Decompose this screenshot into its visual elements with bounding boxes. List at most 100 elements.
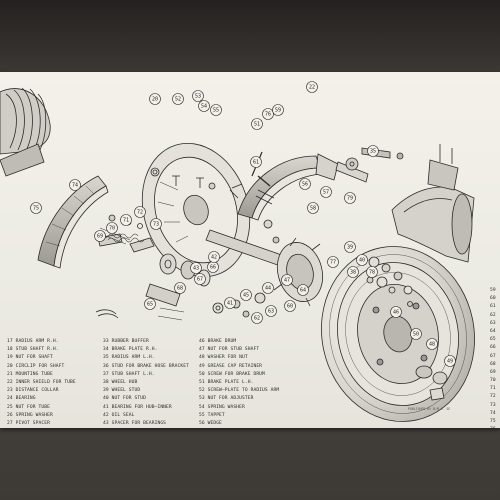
- callout-number: 20: [152, 97, 158, 103]
- legend-entry: 23 DISTANCE COLLAR: [7, 388, 59, 394]
- callout-44: 44: [262, 282, 274, 294]
- callout-number: 43: [193, 266, 199, 272]
- legend-entry: 27 PIVOT SPACER: [7, 420, 50, 426]
- brake-shoe-right: [237, 153, 339, 221]
- legend-entry: 41 BEARING FOR HUB—INNER: [103, 404, 172, 410]
- legend-entry: 20 CIRCLIP FOR SHAFT: [7, 363, 65, 369]
- legend-entry: 65: [490, 337, 496, 343]
- legend-entry: 18 STUB SHAFT R.H.: [7, 347, 59, 353]
- callout-number: 72: [137, 210, 143, 216]
- legend-entry: 46 BRAKE DRUM: [199, 339, 237, 344]
- legend-entry: 53 NUT FOR ADJUSTER: [199, 396, 254, 402]
- callout-number: 48: [429, 342, 435, 348]
- callout-number: 39: [347, 245, 353, 251]
- callout-number: 51: [254, 122, 260, 128]
- callout-number: 76: [265, 112, 271, 118]
- callout-66: 66: [207, 261, 219, 273]
- callout-22: 22: [306, 81, 318, 93]
- callout-number: 68: [177, 286, 183, 292]
- legend-entry: 48 WASHER FOR NUT: [199, 355, 248, 361]
- callout-76: 76: [262, 108, 274, 120]
- wheel-cylinder-cluster: [366, 256, 413, 307]
- callout-number: 45: [243, 293, 249, 299]
- legend-entry: 50 SCREW FOR BRAKE DRUM: [199, 371, 265, 377]
- callout-number: 77: [330, 260, 336, 266]
- callout-number: 67: [197, 277, 203, 283]
- legend-entry: 39 WHEEL STUD: [103, 388, 141, 394]
- callout-42: 42: [208, 251, 220, 263]
- legend-entry: 38 WHEEL HUB: [103, 379, 138, 385]
- callout-53: 53: [192, 90, 204, 102]
- legend-entry: 34 BRAKE PLATE R.H.: [103, 347, 158, 353]
- callout-65: 65: [144, 298, 156, 310]
- callout-60: 60: [284, 300, 296, 312]
- legend-entry: 74: [490, 410, 496, 416]
- legend-entry: 73: [490, 402, 496, 408]
- exploded-diagram: 2052535455765174757271706973575658793522…: [0, 81, 475, 422]
- callout-70: 70: [106, 222, 118, 234]
- wheel-hub: [212, 237, 324, 318]
- legend-entry: 75: [490, 419, 496, 424]
- legend-entry: 61: [490, 304, 496, 310]
- callout-64: 64: [297, 284, 309, 296]
- publisher-credit: PUBLISHED BY B.M.C. SE: [408, 407, 451, 411]
- legend-entry: 25 NUT FOR TUBE: [7, 404, 50, 410]
- brake-shoe-left: [37, 175, 109, 269]
- callout-number: 74: [72, 183, 78, 189]
- legend-entry: 70: [490, 378, 496, 384]
- callout-68: 68: [174, 282, 186, 294]
- legend-entry: 54 SPRING WASHER: [199, 404, 245, 410]
- legend-entry: 37 STUB SHAFT L.H.: [103, 371, 155, 377]
- legend-entry: 62: [490, 312, 496, 318]
- callout-56: 56: [299, 178, 311, 190]
- callout-number: 62: [254, 316, 260, 322]
- legend-column-1: 17 RADIUS ARM R.H.18 STUB SHAFT R.H.19 N…: [7, 338, 79, 428]
- callout-62: 62: [251, 312, 263, 324]
- legend-entry: 63: [490, 320, 496, 326]
- legend-entry: 42 OIL SEAL: [103, 412, 135, 418]
- callout-number: 52: [175, 97, 181, 103]
- legend-entry: 24 BEARING: [7, 396, 36, 402]
- legend-entry: 17 RADIUS ARM R.H.: [7, 339, 59, 344]
- callout-number: 54: [201, 104, 207, 110]
- callout-number: 79: [347, 196, 353, 202]
- callout-number: 50: [413, 332, 419, 338]
- callout-43: 43: [190, 262, 202, 274]
- legend-entry: 56 WEDGE: [199, 420, 222, 426]
- callout-57: 57: [320, 186, 332, 198]
- legend-entry: 47 NUT FOR STUB SHAFT: [199, 347, 260, 353]
- legend-entry: 43 SPACER FOR BEARINGS: [103, 420, 167, 426]
- callout-number: 59: [275, 108, 281, 114]
- legend-column-3: 46 BRAKE DRUM 47 NUT FOR STUB SHAFT 48 WAS…: [199, 338, 279, 428]
- callout-number: 41: [227, 301, 233, 307]
- callout-69: 69: [94, 230, 106, 242]
- legend-entry: 33 RUBBER BUFFER: [103, 339, 149, 344]
- callout-number: 78: [369, 270, 375, 276]
- callout-number: 44: [265, 286, 271, 292]
- legend-entry: 66: [490, 345, 496, 351]
- callout-54: 54: [198, 100, 210, 112]
- legend-entry: 67: [490, 353, 496, 359]
- callout-46: 46: [390, 306, 402, 318]
- callout-50: 50: [410, 328, 422, 340]
- callout-number: 69: [97, 234, 103, 240]
- callout-number: 56: [302, 182, 308, 188]
- callout-number: 49: [447, 359, 453, 365]
- legend-entry: 60: [490, 296, 496, 302]
- callout-49: 49: [444, 355, 456, 367]
- callout-40: 40: [356, 254, 368, 266]
- callout-number: 71: [123, 218, 129, 224]
- callout-67: 67: [194, 273, 206, 285]
- legend-column-4: 59606162636465666768697071727374757677: [490, 287, 496, 428]
- legend-entry: 68: [490, 361, 496, 367]
- legend-entry: 26 SPRING WASHER: [7, 412, 53, 418]
- legend-entry: 71: [490, 386, 496, 392]
- top-center-bolts: [150, 167, 271, 199]
- callout-51: 51: [251, 118, 263, 130]
- callout-number: 63: [268, 309, 274, 315]
- callout-35: 35: [367, 145, 379, 157]
- callout-number: 42: [211, 255, 217, 261]
- callout-20: 20: [149, 93, 161, 105]
- legend-entry: 55 TAPPET: [199, 412, 225, 418]
